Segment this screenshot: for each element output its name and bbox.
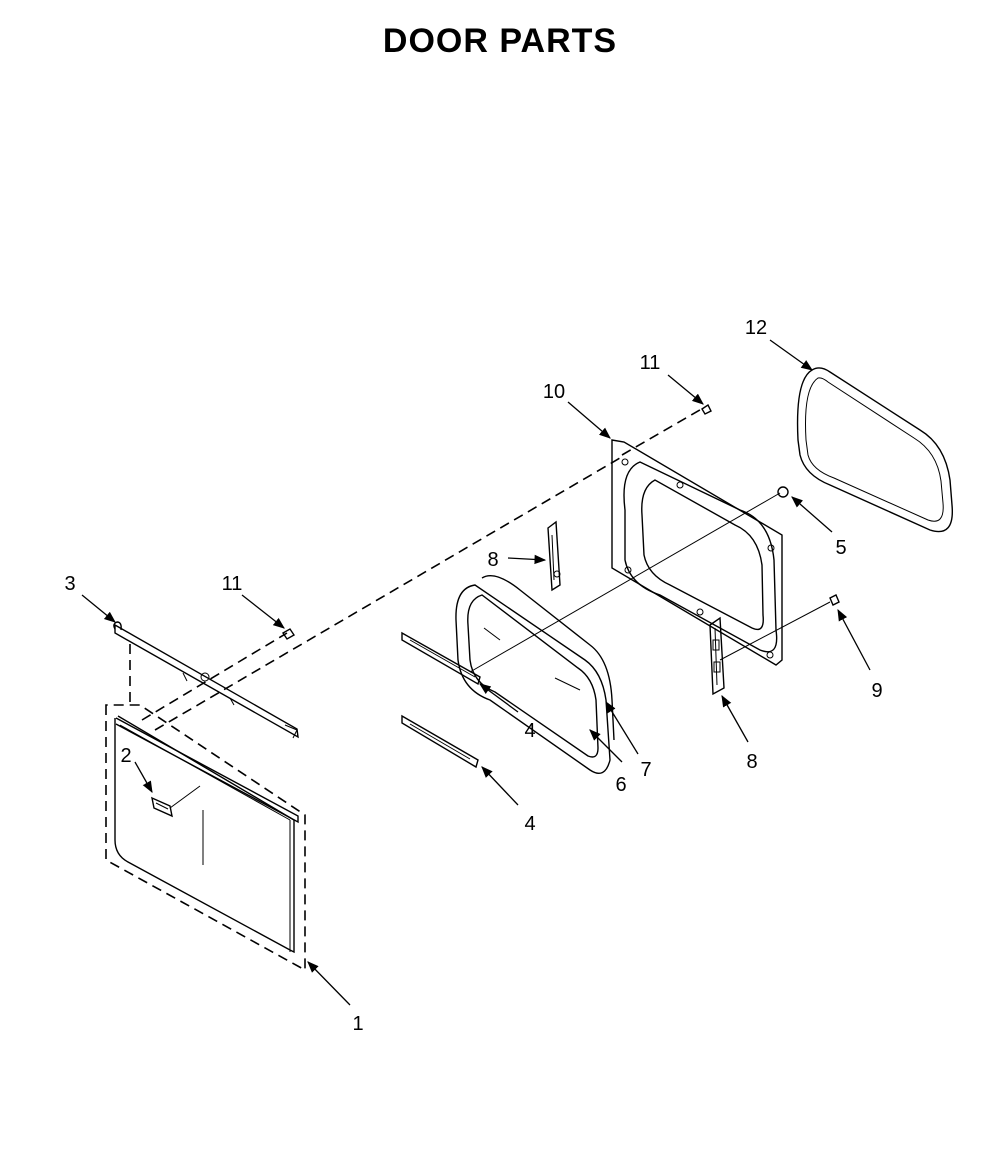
callout-11-rear: 11 [640, 352, 661, 374]
callout-11-front: 11 [222, 573, 243, 595]
callout-labels: 1 2 3 4 4 5 6 7 8 8 9 10 11 11 12 [64, 317, 882, 1035]
callout-3: 3 [64, 573, 75, 595]
outer-door-panel [105, 704, 306, 972]
channel-lower [401, 714, 479, 769]
channel-upper [401, 631, 481, 686]
callout-8-right: 8 [746, 751, 757, 773]
inner-door-frame [611, 439, 783, 666]
callout-9: 9 [871, 680, 882, 702]
callout-6: 6 [615, 774, 626, 796]
callout-1: 1 [352, 1013, 363, 1035]
bumper [777, 486, 789, 498]
hinge-right [709, 616, 725, 696]
alignment-lines [129, 406, 781, 731]
callout-10: 10 [543, 381, 565, 403]
callout-7: 7 [640, 759, 651, 781]
screw-hinge [829, 594, 840, 606]
page-title: DOOR PARTS [382, 22, 618, 60]
leaders [81, 339, 871, 1006]
callout-4-lower: 4 [524, 813, 535, 835]
hinge-left [547, 520, 561, 592]
inner-window [455, 575, 615, 774]
callout-8-left: 8 [487, 549, 498, 571]
callout-4-upper: 4 [524, 720, 535, 742]
callout-5: 5 [835, 537, 846, 559]
screw-rear [701, 403, 712, 415]
callout-2: 2 [120, 745, 131, 767]
badge [151, 785, 201, 818]
screw-front [282, 628, 295, 640]
top-trim [113, 621, 299, 739]
door-gasket [796, 367, 954, 533]
callout-12: 12 [745, 317, 767, 339]
